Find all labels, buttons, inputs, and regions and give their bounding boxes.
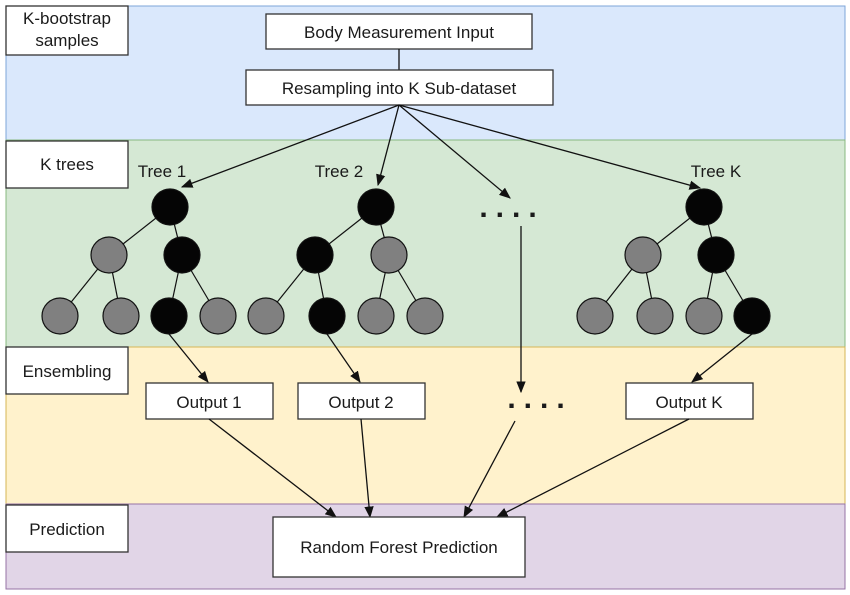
treeK-node xyxy=(624,236,662,274)
tree2-leaf-node xyxy=(308,297,346,335)
arrow-tree2-to-output2 xyxy=(326,333,361,383)
arrow-to-treeK xyxy=(398,104,702,190)
treeK-leaf-node xyxy=(685,297,723,335)
tree2-leaf-node xyxy=(247,297,285,335)
band-ensembling xyxy=(5,346,846,505)
tree1-root-node xyxy=(151,188,189,226)
tree1-leaf-node xyxy=(199,297,237,335)
tree1-title: Tree 1 xyxy=(138,162,187,181)
tree1-leaf-node xyxy=(41,297,79,335)
section-label-bootstrap: K-bootstrap samples xyxy=(5,5,129,56)
arrow-tree1-to-output1 xyxy=(168,333,209,383)
final-prediction-text: Random Forest Prediction xyxy=(300,538,497,557)
treeK-node xyxy=(697,236,735,274)
treeK-root-node xyxy=(685,188,723,226)
tree1 xyxy=(41,188,237,335)
final-prediction-box: Random Forest Prediction xyxy=(272,516,526,578)
arrow-to-tree1 xyxy=(180,104,400,188)
arrow-output2-to-final xyxy=(360,418,374,519)
output-ellipsis: .... xyxy=(507,382,572,415)
section-label-ensembling-text: Ensembling xyxy=(23,362,112,381)
tree-ellipsis: .... xyxy=(479,191,544,224)
treeK xyxy=(576,188,771,335)
tree2-leaf-node xyxy=(357,297,395,335)
arrow-to-tree2 xyxy=(376,104,400,187)
treeK-leaf-node xyxy=(733,297,771,335)
output1-box: Output 1 xyxy=(145,382,274,420)
tree2-root-node xyxy=(357,188,395,226)
treeK-leaf-node xyxy=(636,297,674,335)
tree1-node xyxy=(90,236,128,274)
section-label-bootstrap-line2: samples xyxy=(35,31,98,50)
arrow-outputK-to-final xyxy=(495,418,690,518)
tree2-title: Tree 2 xyxy=(315,162,364,181)
output2-text: Output 2 xyxy=(328,393,393,412)
tree1-leaf-node xyxy=(102,297,140,335)
arrow-treeK-to-outputK xyxy=(691,333,753,383)
section-label-ensembling: Ensembling xyxy=(5,346,129,395)
input-box-text: Body Measurement Input xyxy=(304,23,494,42)
arrow-output1-to-final xyxy=(208,418,337,518)
tree2 xyxy=(247,188,444,335)
resampling-box: Resampling into K Sub-dataset xyxy=(245,69,554,106)
section-label-trees-text: K trees xyxy=(40,155,94,174)
tree1-leaf-node xyxy=(150,297,188,335)
arrow-to-tree-ellipsis xyxy=(398,104,511,199)
output2-box: Output 2 xyxy=(297,382,426,420)
output1-text: Output 1 xyxy=(176,393,241,412)
section-label-bootstrap-line1: K-bootstrap xyxy=(23,9,111,28)
tree2-leaf-node xyxy=(406,297,444,335)
input-box: Body Measurement Input xyxy=(265,13,533,50)
treeK-leaf-node xyxy=(576,297,614,335)
outputK-box: Output K xyxy=(625,382,754,420)
tree1-node xyxy=(163,236,201,274)
arrow-ellipsis-to-final xyxy=(463,420,516,519)
outputK-text: Output K xyxy=(655,393,723,412)
section-label-prediction-text: Prediction xyxy=(29,520,105,539)
section-label-prediction: Prediction xyxy=(5,504,129,553)
tree2-node xyxy=(370,236,408,274)
resampling-box-text: Resampling into K Sub-dataset xyxy=(282,79,517,98)
treeK-title: Tree K xyxy=(691,162,742,181)
tree2-node xyxy=(296,236,334,274)
section-label-trees: K trees xyxy=(5,140,129,189)
